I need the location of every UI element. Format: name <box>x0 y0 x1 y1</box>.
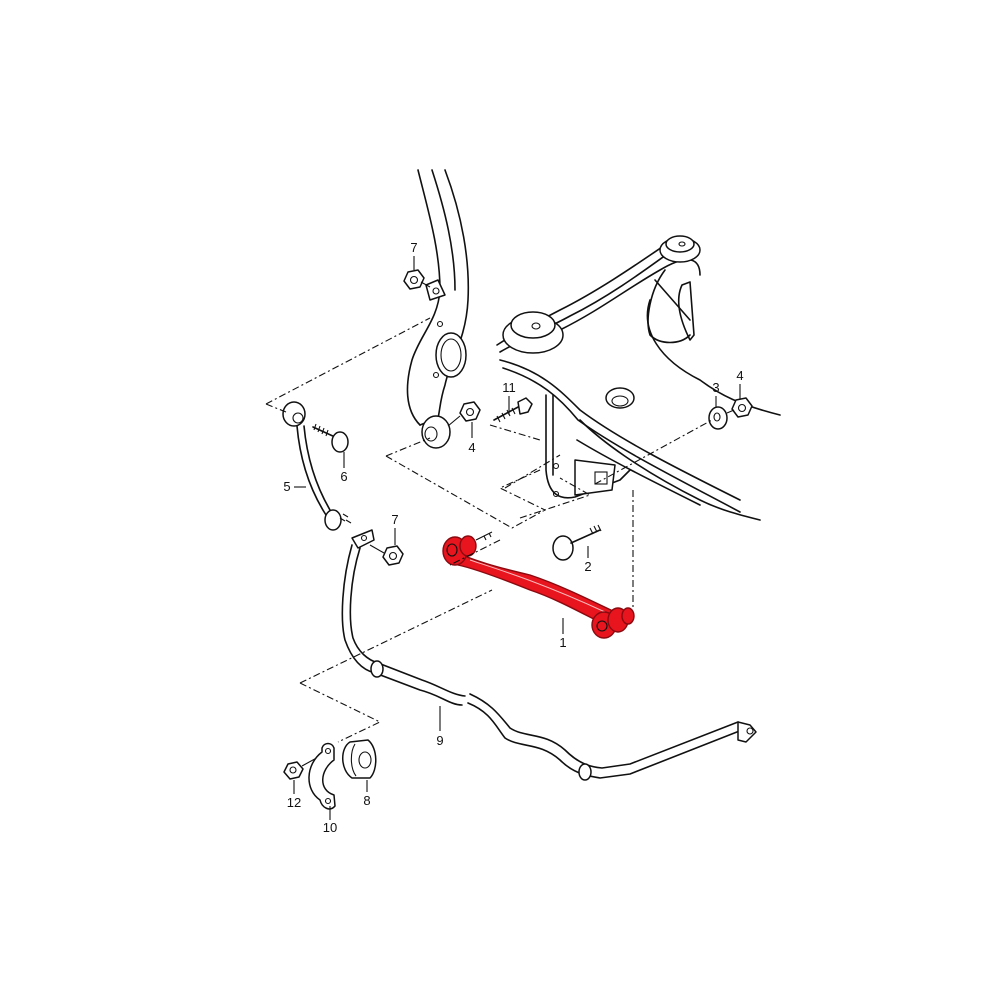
callout-7-upper: 7 <box>410 240 417 255</box>
callout-1: 1 <box>559 635 566 650</box>
nut-7-upper-icon <box>403 269 431 290</box>
callout-7-lower: 7 <box>391 512 398 527</box>
nut-4-right-icon <box>726 397 753 418</box>
stabilizer-bar-9 <box>341 529 757 781</box>
callout-4-center: 4 <box>468 440 475 455</box>
callout-3: 3 <box>712 380 719 395</box>
nut-4-center-icon <box>447 401 481 427</box>
hardware <box>283 269 753 810</box>
callout-12: 12 <box>287 795 301 810</box>
knuckle-arm <box>406 169 470 449</box>
control-arm-1-highlighted <box>442 531 635 639</box>
callout-9: 9 <box>436 733 443 748</box>
callout-5: 5 <box>283 479 290 494</box>
clamp-10-icon <box>308 742 336 810</box>
bushing-8-icon <box>342 739 377 779</box>
subframe-crossmember <box>496 235 781 521</box>
callout-6: 6 <box>340 469 347 484</box>
nut-7-lower-icon <box>369 544 404 566</box>
bolt-6-icon <box>312 423 349 453</box>
callout-2: 2 <box>584 559 591 574</box>
callout-4-right: 4 <box>736 368 743 383</box>
washer-3-icon <box>708 406 728 430</box>
callout-labels: 1 2 3 4 4 5 6 7 7 8 9 10 11 12 <box>283 240 743 835</box>
bolt-11-icon <box>493 397 533 423</box>
callout-10: 10 <box>323 820 337 835</box>
assembly-guide-lines <box>265 317 713 743</box>
bolt-2-icon <box>552 524 602 561</box>
drop-link-5 <box>282 401 352 531</box>
callout-8: 8 <box>363 793 370 808</box>
callout-leaders <box>293 256 741 820</box>
callout-11: 11 <box>502 380 516 395</box>
